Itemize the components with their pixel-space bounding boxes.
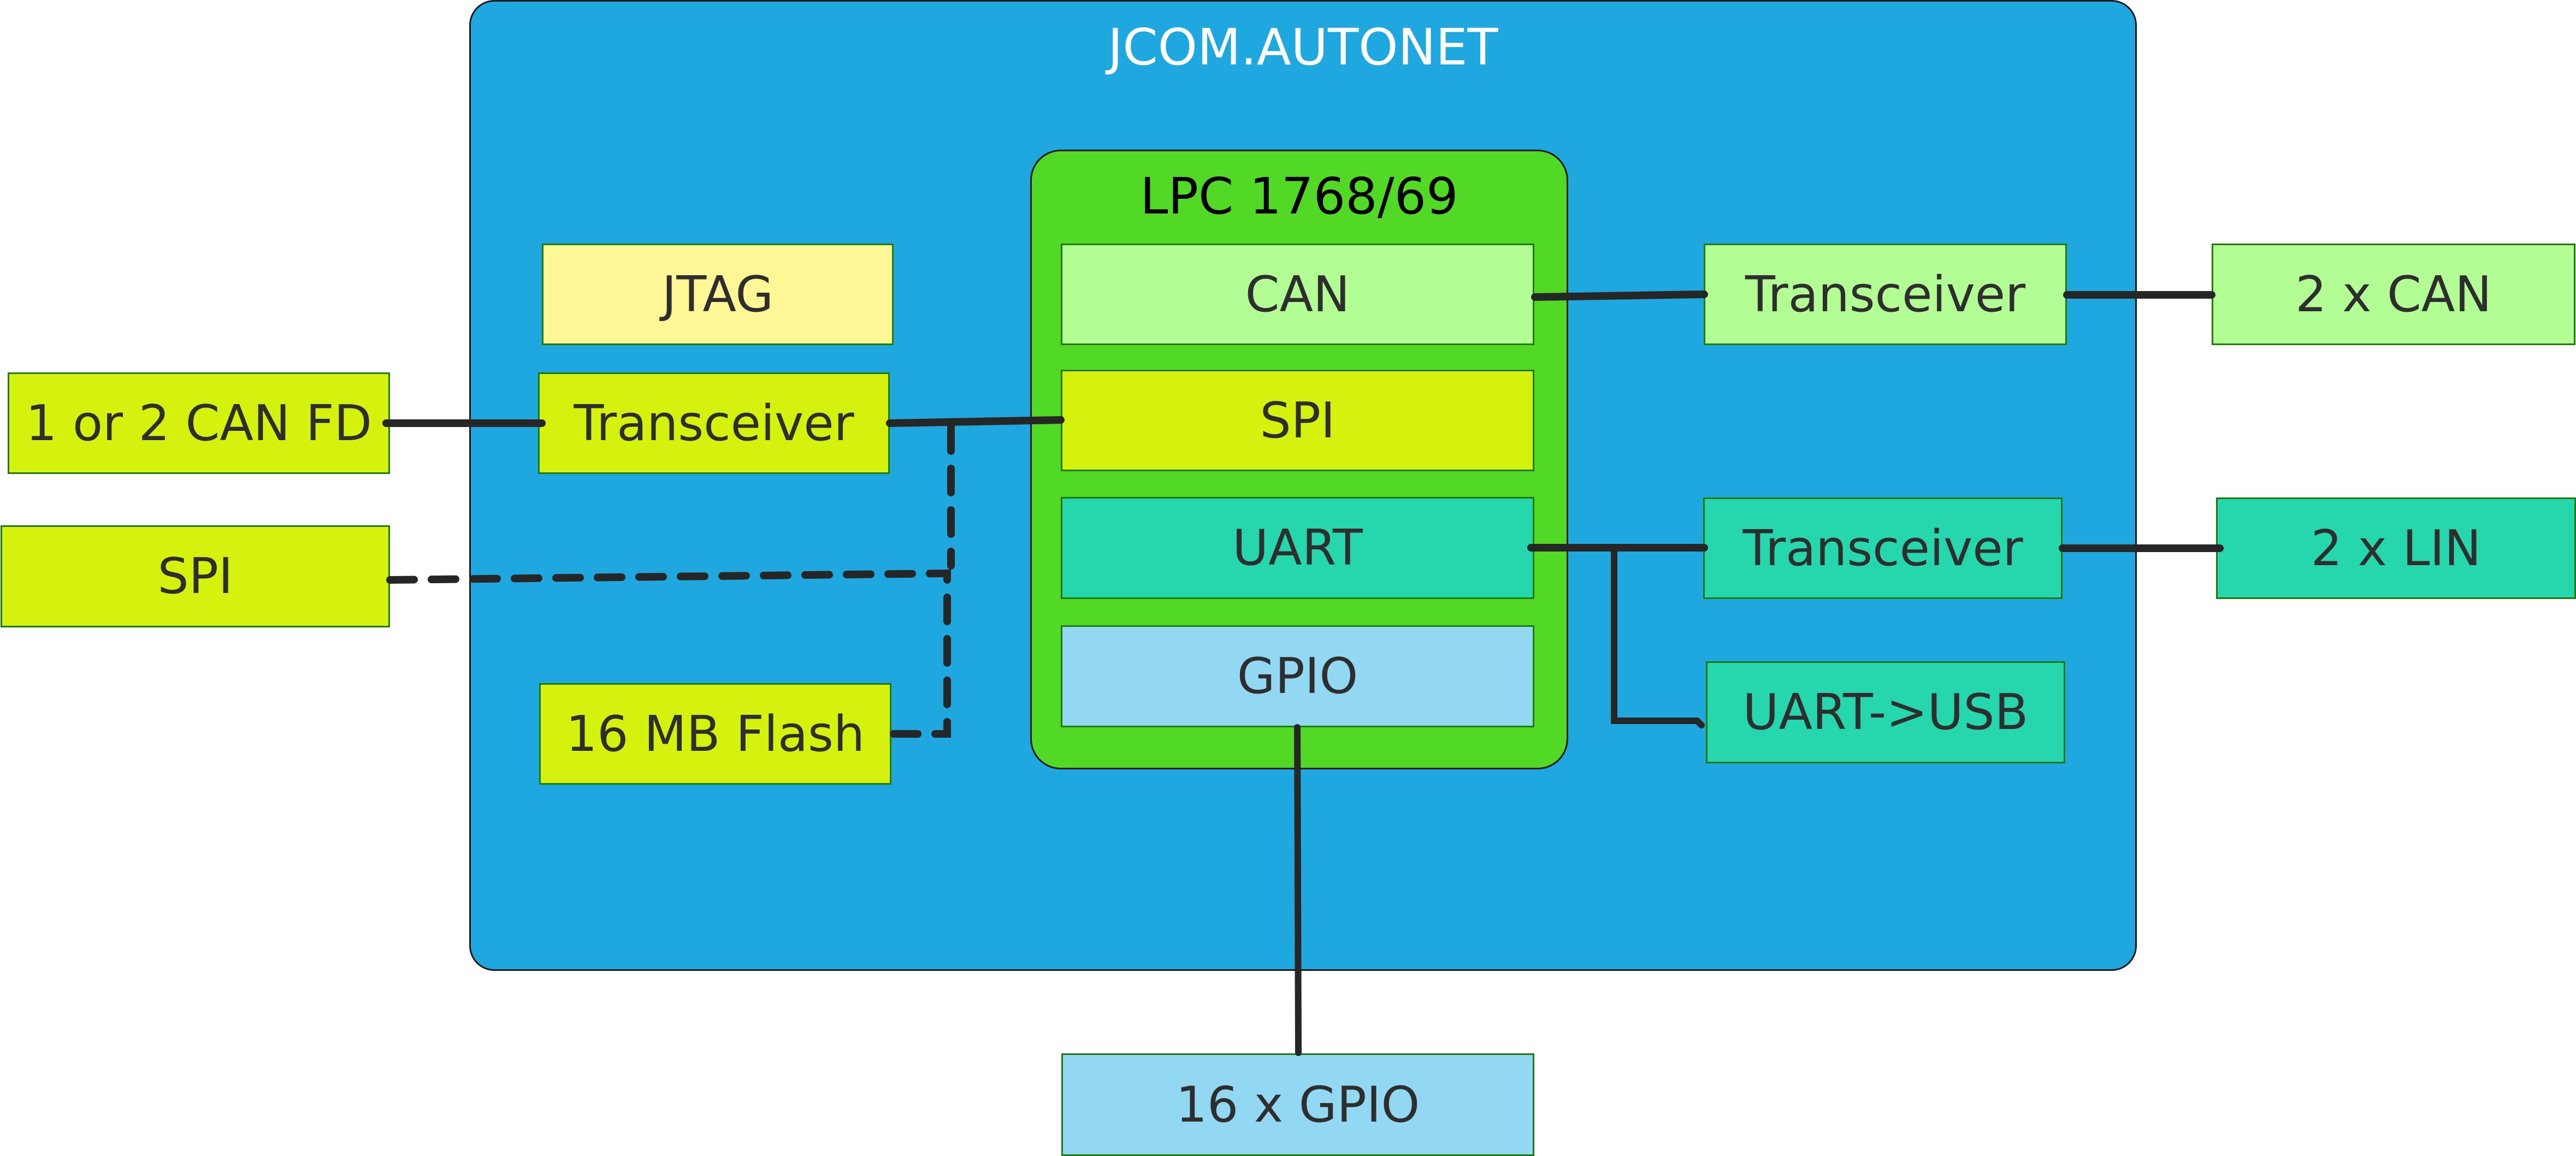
mcu-peripheral-can: CAN bbox=[1061, 244, 1534, 345]
mcu-peripheral-gpio: GPIO bbox=[1061, 625, 1534, 727]
canfd-transceiver-block: Transceiver bbox=[538, 372, 890, 474]
uart-usb-block: UART->USB bbox=[1706, 661, 2065, 763]
external-lin-block: 2 x LIN bbox=[2216, 497, 2576, 599]
external-gpio-block: 16 x GPIO bbox=[1061, 1053, 1534, 1156]
external-can-block: 2 x CAN bbox=[2212, 244, 2575, 345]
mcu-title: LPC 1768/69 bbox=[1140, 167, 1458, 226]
mcu-peripheral-spi: SPI bbox=[1061, 370, 1534, 471]
mcu-peripheral-uart: UART bbox=[1061, 497, 1534, 599]
can-transceiver-block: Transceiver bbox=[1704, 244, 2067, 345]
flash-block: 16 MB Flash bbox=[539, 683, 891, 785]
external-canfd-block: 1 or 2 CAN FD bbox=[8, 372, 390, 474]
board-title: JCOM.AUTONET bbox=[1108, 18, 1498, 76]
jtag-block: JTAG bbox=[542, 244, 894, 345]
lin-transceiver-block: Transceiver bbox=[1703, 497, 2063, 599]
external-spi-block: SPI bbox=[1, 525, 390, 627]
